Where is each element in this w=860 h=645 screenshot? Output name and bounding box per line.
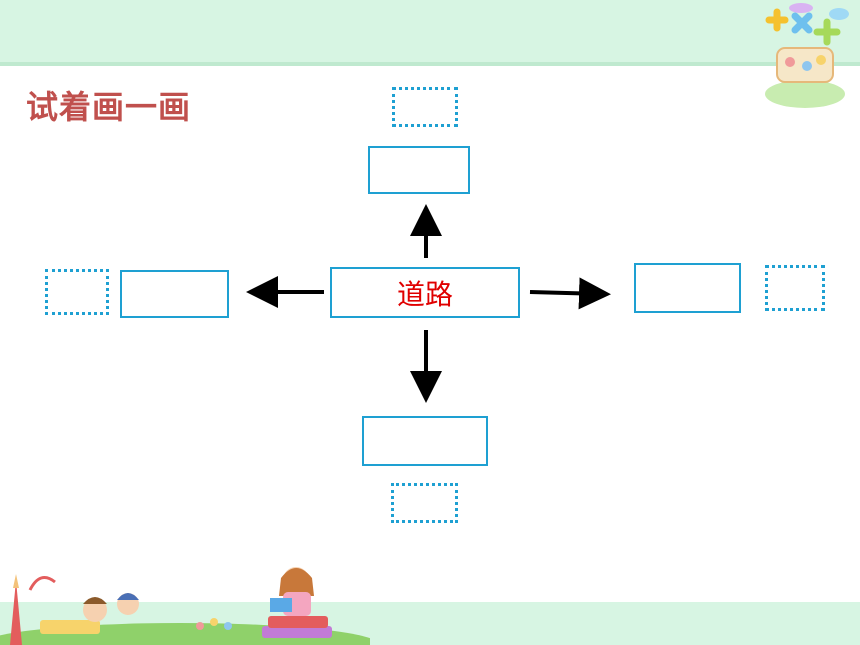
left-answer-box[interactable] <box>120 270 229 318</box>
bottom-dotted-box[interactable] <box>391 483 458 523</box>
top-band-divider <box>0 62 860 66</box>
arrow-right <box>529 277 611 310</box>
bottom-answer-box[interactable] <box>362 416 488 466</box>
center-node-label: 道路 <box>396 277 453 311</box>
top-dotted-box[interactable] <box>392 87 458 127</box>
math-balloon-icon <box>765 3 849 108</box>
right-dotted-box[interactable] <box>765 265 825 311</box>
right-answer-box[interactable] <box>634 263 741 313</box>
top-answer-box[interactable] <box>368 146 470 194</box>
kids-reading-icon <box>0 567 370 645</box>
page-title: 试着画一画 <box>26 88 192 126</box>
center-node: 道路 <box>330 267 520 318</box>
left-dotted-box[interactable] <box>45 269 109 315</box>
top-band <box>0 0 860 62</box>
